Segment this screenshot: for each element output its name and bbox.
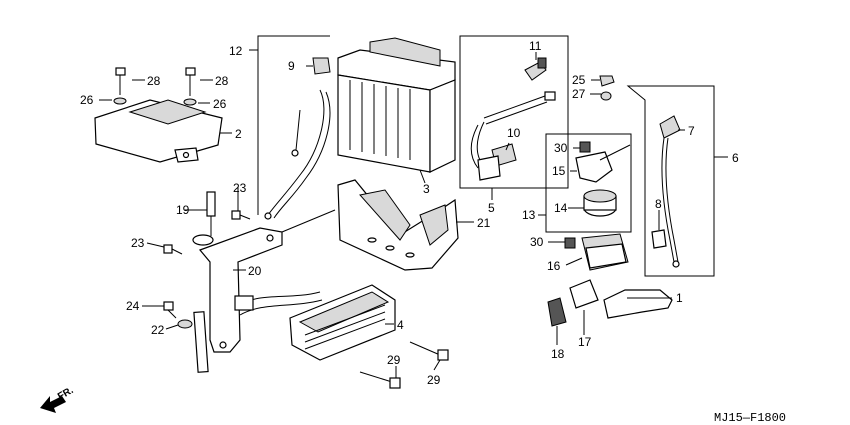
bolt-part-29b (409, 341, 449, 361)
callout-30a: 30 (554, 141, 568, 155)
cover-part-1 (603, 289, 673, 319)
bolt-part-24 (163, 301, 177, 319)
callout-11: 11 (529, 39, 542, 53)
washer-part-22 (177, 319, 193, 329)
callout-2: 2 (235, 127, 242, 141)
callout-17: 17 (578, 335, 592, 349)
relay-part-15 (575, 144, 631, 183)
callout-29b: 29 (427, 373, 441, 387)
callout-15: 15 (552, 164, 566, 178)
callout-22: 22 (151, 323, 165, 337)
cable-part-7 (659, 115, 681, 268)
callout-4: 4 (397, 318, 404, 332)
bolt-part-29a (359, 371, 401, 389)
bolt-part-28b (185, 67, 196, 96)
battery-holder-part-21 (337, 179, 459, 271)
bolt-part-23a (231, 210, 251, 220)
cap-part-8 (651, 229, 667, 249)
group-box-5 (459, 35, 569, 189)
callout-23b: 23 (131, 236, 145, 250)
terminal-cap-part-9 (264, 57, 331, 220)
relay-part-16 (581, 233, 629, 271)
callout-19: 19 (176, 203, 190, 217)
callout-12: 12 (229, 44, 243, 58)
callout-27: 27 (572, 87, 586, 101)
group-box-12 (257, 35, 330, 215)
relay-part-18 (547, 297, 567, 327)
bolt-part-23b (163, 244, 183, 255)
callout-1: 1 (676, 291, 683, 305)
tube-part (193, 311, 209, 373)
callout-13: 13 (522, 208, 536, 222)
battery-cable-part-10 (470, 91, 556, 181)
callout-24: 24 (126, 299, 140, 313)
bolt-part-28a (115, 67, 126, 95)
callout-9: 9 (288, 59, 295, 73)
callout-26a: 26 (80, 93, 94, 107)
callout-16: 16 (547, 259, 561, 273)
callout-8: 8 (655, 197, 662, 211)
washer-part-26a (113, 97, 127, 105)
connector-part-30b (564, 237, 576, 249)
control-module-part (94, 99, 223, 163)
solenoid-part-14 (583, 189, 617, 217)
callout-21: 21 (477, 216, 491, 230)
callout-labels: 12 9 28 28 26 26 2 3 5 21 11 10 25 27 7 … (80, 39, 739, 387)
battery-part-3 (337, 37, 456, 173)
callout-29a: 29 (387, 353, 401, 367)
callout-25: 25 (572, 73, 586, 87)
callout-26b: 26 (213, 97, 227, 111)
callout-14: 14 (554, 201, 568, 215)
callout-20: 20 (248, 264, 262, 278)
group-box-6 (626, 85, 715, 277)
callout-6: 6 (732, 151, 739, 165)
group-box-13 (545, 133, 632, 233)
regulator-part-4 (234, 284, 396, 361)
callout-28b: 28 (215, 74, 229, 88)
front-direction-label: FR. (56, 385, 76, 403)
callout-23a: 23 (233, 181, 247, 195)
diagram-code: MJ15—F1800 (714, 411, 786, 425)
rod-part-19 (192, 191, 216, 246)
bracket-part-20 (198, 209, 336, 353)
callout-5: 5 (488, 201, 495, 215)
leader-lines (99, 49, 728, 378)
nut-part-25 (599, 75, 615, 87)
connector-part-30a (579, 141, 591, 153)
callout-7: 7 (688, 124, 695, 138)
washer-part-27 (600, 91, 612, 101)
washer-part-26b (183, 98, 197, 106)
callout-10: 10 (507, 126, 521, 140)
callout-18: 18 (551, 347, 565, 361)
callout-30b: 30 (530, 235, 544, 249)
terminal-part-11 (524, 57, 547, 81)
callout-3: 3 (423, 182, 430, 196)
front-direction-arrow: FR. (40, 385, 76, 413)
relay-part-17 (569, 279, 599, 309)
callout-28a: 28 (147, 74, 161, 88)
